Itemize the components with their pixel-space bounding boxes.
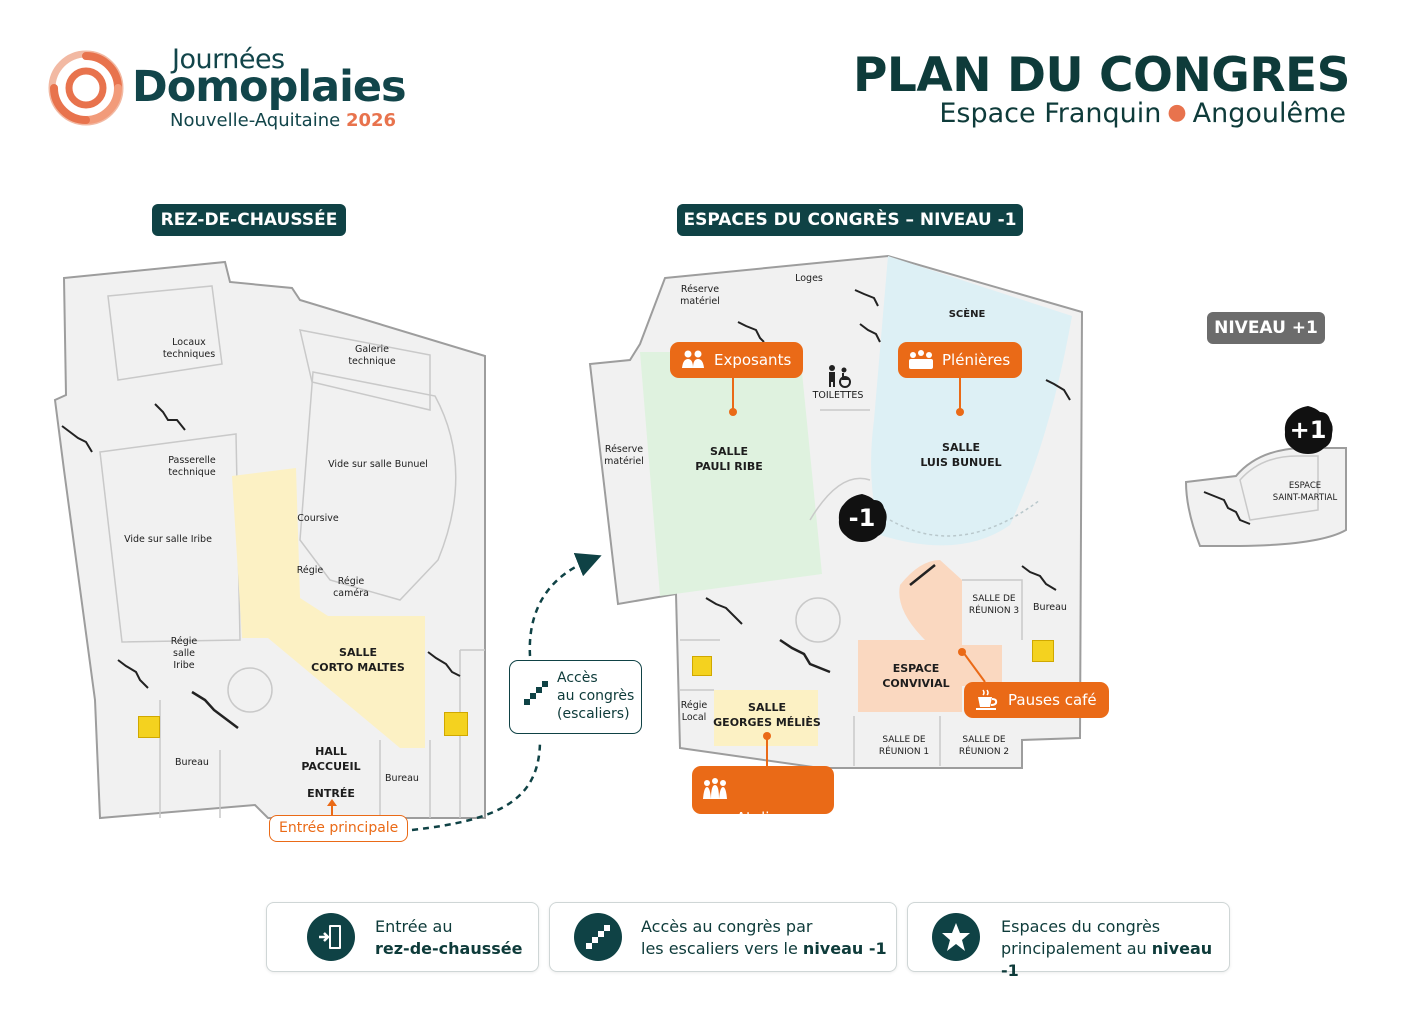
section-level-plus1: NIVEAU +1	[1207, 312, 1325, 344]
room-regie-local: Régie Local	[680, 700, 708, 723]
venue-name: Espace Franquin	[939, 98, 1162, 129]
room-salle-reunion-3: SALLE DE RÉUNION 3	[968, 594, 1020, 616]
legend-espaces: Espaces du congrès principalement au nive…	[907, 902, 1230, 980]
room-espace-saint-martial: ESPACE SAINT-MARTIAL	[1272, 481, 1338, 503]
legend-espaces-line2-bold: niveau -1	[1001, 939, 1213, 980]
brand-subline: Nouvelle-Aquitaine 2026	[170, 110, 396, 131]
section-ground-floor: REZ-DE-CHAUSSÉE	[152, 204, 346, 236]
callout-plenieres: Plénières	[898, 342, 1023, 378]
legend-acces-line2-prefix: les escaliers vers le	[641, 939, 803, 958]
legend-acces-line2-bold: niveau -1	[802, 939, 887, 958]
room-bureau: Bureau	[1033, 602, 1067, 613]
level-plus1-plan	[1184, 447, 1347, 547]
workshop-group-icon	[703, 778, 727, 799]
star-icon	[932, 913, 980, 961]
room-toilettes: TOILETTES	[812, 390, 864, 401]
legend-entree-line1: Entrée au	[375, 917, 453, 936]
legend-entree-line2: rez-de-chaussée	[375, 939, 523, 958]
stairs-access-box: Accès au congrès (escaliers)	[509, 660, 642, 734]
exhibitors-icon	[682, 350, 704, 368]
page-title: PLAN DU CONGRES	[852, 48, 1351, 103]
legend-acces: Accès au congrès par les escaliers vers l…	[549, 902, 897, 972]
legend-entree: Entrée au rez-de-chaussée	[266, 902, 539, 972]
level-minus1-badge-text: -1	[848, 504, 876, 532]
room-salle-reunion-2: SALLE DE RÉUNION 2	[958, 735, 1010, 757]
callout-pauses-cafe-label: Pauses café	[1008, 691, 1097, 709]
room-entree: ENTRÉE	[307, 787, 355, 800]
room-salle-reunion-1: SALLE DE RÉUNION 1	[878, 735, 930, 757]
brand-swirl-logo-icon	[48, 50, 124, 126]
room-reserve-materiel-top: Réserve matériel	[680, 284, 720, 307]
legend-acces-text: Accès au congrès par les escaliers vers l…	[641, 916, 887, 960]
stairs-icon	[524, 681, 548, 705]
room-salle-pauli-ribe: SALLE PAULI RIBE	[695, 445, 763, 473]
room-bureau-right: Bureau	[385, 773, 419, 784]
stairs-icon	[574, 913, 622, 961]
room-reserve-materiel-left: Réserve matériel	[604, 444, 644, 467]
room-vide-iribe: Vide sur salle Iribe	[124, 534, 212, 545]
callout-exposants: Exposants	[670, 342, 804, 378]
level-plus1-badge-text: +1	[1289, 416, 1327, 444]
brand-top-text: Journées	[172, 44, 285, 75]
wheelchair-accessible-icon	[1032, 640, 1054, 662]
room-galerie-technique: Galerie technique	[348, 344, 396, 367]
legend-entree-text: Entrée au rez-de-chaussée	[375, 916, 522, 960]
entrance-door-icon	[307, 913, 355, 961]
room-regie-salle-iribe: Régie salle Iribe	[170, 636, 198, 671]
room-salle-georges-melies: SALLE GEORGES MÉLIÈS	[713, 701, 821, 729]
toilets-icon	[829, 365, 851, 388]
room-scene: SCÈNE	[948, 309, 986, 320]
city-name: Angoulême	[1192, 98, 1346, 129]
stairs-access-text: Accès au congrès (escaliers)	[557, 670, 635, 722]
level-minus1-badge: -1	[836, 492, 888, 544]
room-hall-accueil: HALL PACCUEIL	[301, 745, 361, 773]
coffee-cup-icon	[976, 689, 998, 710]
level-plus1-badge: +1	[1282, 404, 1334, 456]
main-entrance-label: Entrée principale	[269, 815, 409, 842]
brand-name: Domoplaies	[132, 62, 407, 112]
legend-espaces-line2-prefix: principalement au	[1001, 939, 1152, 958]
wheelchair-accessible-icon	[138, 716, 160, 738]
legend-acces-line1: Accès au congrès par	[641, 917, 813, 936]
legend-espaces-line1: Espaces du congrès	[1001, 917, 1161, 936]
room-salle-luis-bunuel: SALLE LUIS BUNUEL	[920, 441, 1002, 469]
room-loges: Loges	[795, 273, 823, 284]
badge-blob-icon	[1284, 406, 1333, 454]
room-regie-camera: Régie caméra	[333, 576, 369, 599]
room-regie: Régie	[296, 565, 324, 576]
room-salle-corto-maltes: SALLE CORTO MALTES	[311, 646, 405, 674]
room-espace-convivial: ESPACE CONVIVIAL	[882, 662, 950, 690]
page-subtitle: Espace Franquin●Angoulême	[939, 98, 1346, 129]
callout-ateliers-label: Ateliers partenaires	[736, 809, 822, 846]
room-bureau-left: Bureau	[175, 757, 209, 768]
section-level-minus1: ESPACES DU CONGRÈS – NIVEAU -1	[677, 204, 1023, 236]
plenary-audience-icon	[909, 350, 933, 369]
wheelchair-accessible-icon	[692, 656, 712, 676]
room-vide-bunuel: Vide sur salle Bunuel	[328, 459, 428, 470]
badge-blob-icon	[838, 494, 887, 542]
room-coursive: Coursive	[297, 513, 339, 524]
room-locaux-techniques: Locaux techniques	[162, 337, 216, 360]
legend-espaces-text: Espaces du congrès principalement au nive…	[1001, 916, 1229, 982]
callout-ateliers-partenaires: Ateliers partenaires	[692, 766, 834, 846]
brand-year: 2026	[345, 110, 397, 131]
callout-pauses-cafe: Pauses café	[964, 682, 1109, 718]
callout-plenieres-label: Plénières	[942, 351, 1011, 369]
brand-region: Nouvelle-Aquitaine	[170, 110, 341, 131]
callout-exposants-label: Exposants	[714, 351, 792, 369]
room-passerelle-technique: Passerelle technique	[168, 455, 216, 478]
separator-dot-icon: ●	[1167, 100, 1187, 125]
ground-floor-plan	[53, 260, 486, 820]
wheelchair-accessible-icon	[444, 712, 468, 736]
